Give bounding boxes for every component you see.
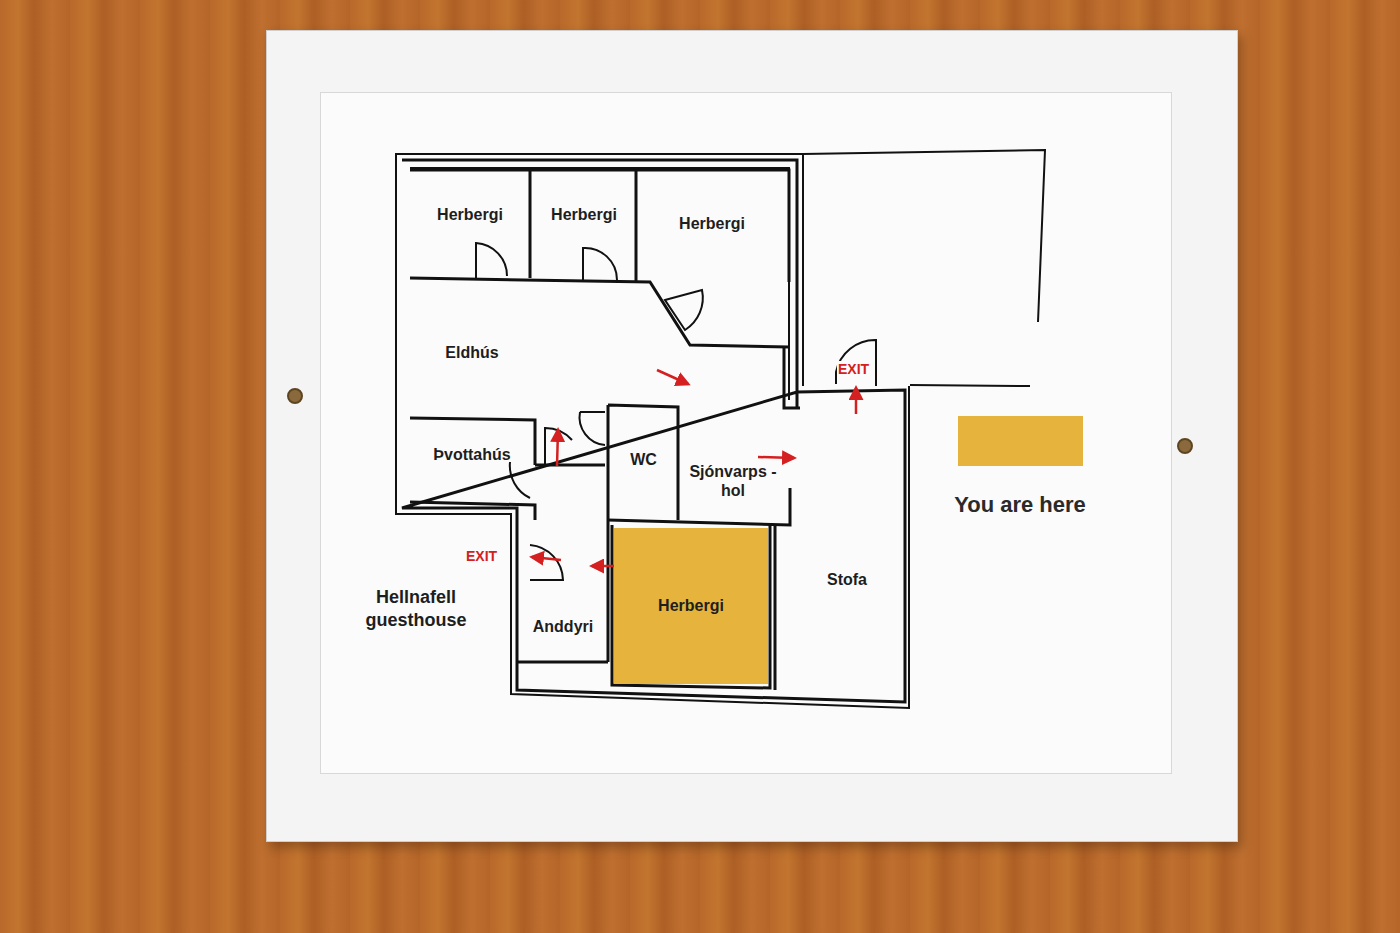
room-name: Herbergi bbox=[551, 205, 617, 224]
door-swing bbox=[510, 462, 530, 498]
room-name: Herbergi bbox=[658, 596, 724, 615]
wall bbox=[410, 170, 789, 282]
door-swing bbox=[583, 248, 617, 282]
wall bbox=[517, 525, 775, 690]
wall bbox=[608, 488, 790, 525]
wall bbox=[784, 347, 800, 408]
screw bbox=[287, 388, 303, 404]
room: Herbergi bbox=[642, 185, 782, 263]
door-swing bbox=[580, 412, 605, 445]
room-name: Þvottahús bbox=[433, 445, 510, 464]
door-swing bbox=[545, 428, 572, 465]
escape-arrow bbox=[855, 388, 858, 414]
escape-arrow bbox=[758, 457, 794, 458]
wall bbox=[530, 170, 636, 282]
room-name: Anddyri bbox=[533, 617, 593, 636]
room: Herbergi bbox=[614, 528, 768, 684]
room: Stofa bbox=[792, 500, 902, 660]
room: Þvottahús bbox=[412, 424, 532, 486]
room: Anddyri bbox=[520, 595, 606, 659]
room: Eldhús bbox=[414, 310, 530, 396]
door-swing bbox=[836, 340, 876, 386]
screw bbox=[1177, 438, 1193, 454]
wall bbox=[410, 502, 535, 520]
wall bbox=[410, 418, 605, 465]
outer-walls bbox=[396, 154, 909, 708]
outside-lines bbox=[803, 150, 1045, 386]
outer-wall-inner-line bbox=[396, 154, 909, 708]
door-swing bbox=[665, 290, 703, 330]
room-name: WC bbox=[630, 450, 657, 469]
room-name: Herbergi bbox=[437, 205, 503, 224]
outside-line bbox=[910, 385, 1030, 386]
door-swing bbox=[476, 243, 507, 280]
wall bbox=[410, 278, 789, 347]
room-name: Herbergi bbox=[679, 214, 745, 233]
escape-arrow bbox=[557, 430, 558, 466]
room-name: Stofa bbox=[827, 570, 867, 589]
legend-swatch bbox=[958, 416, 1083, 466]
exit-label: EXIT bbox=[837, 361, 870, 377]
escape-arrow bbox=[657, 370, 688, 384]
room: Herbergi bbox=[535, 180, 633, 250]
legend-text: You are here bbox=[954, 492, 1086, 518]
sign-title: Hellnafell guesthouse bbox=[356, 586, 476, 633]
room: Sjónvarps -hol bbox=[678, 448, 788, 514]
outer-wall bbox=[402, 160, 905, 702]
door-swing bbox=[530, 545, 563, 580]
inner-walls bbox=[410, 170, 800, 690]
escape-arrow bbox=[532, 557, 561, 560]
room: Herbergi bbox=[414, 180, 526, 250]
exit-label: EXIT bbox=[465, 548, 498, 564]
room-name: Sjónvarps -hol bbox=[678, 462, 788, 500]
room-name: Eldhús bbox=[445, 343, 498, 362]
outside-line bbox=[803, 150, 1045, 322]
legend-entry: You are here bbox=[925, 416, 1115, 518]
room: WC bbox=[612, 420, 675, 500]
